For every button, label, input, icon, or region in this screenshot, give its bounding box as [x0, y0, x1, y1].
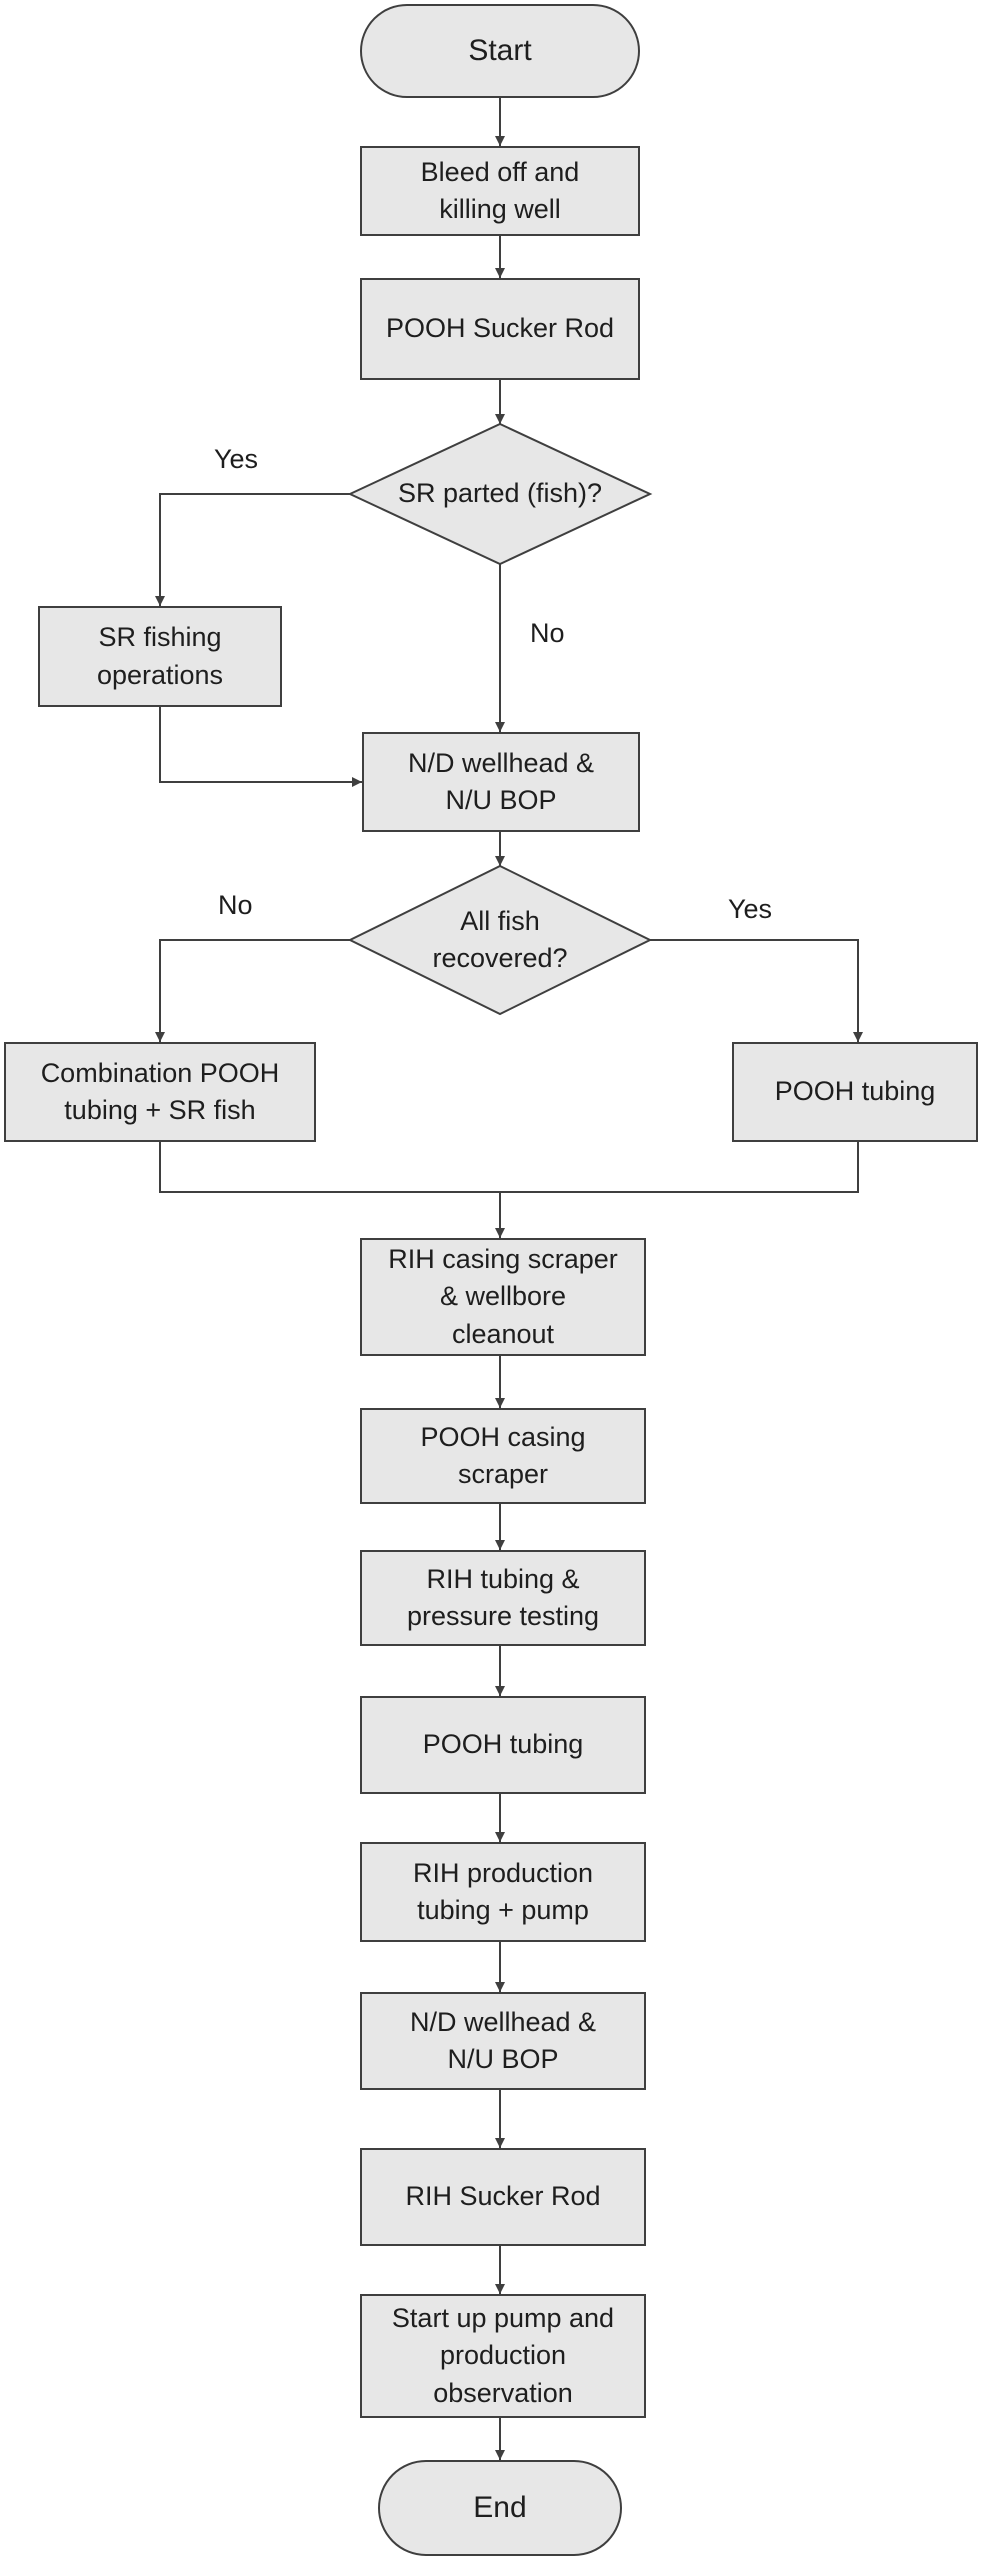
sr-parted-no-label: No	[530, 618, 565, 648]
decision-all-fish-shape	[347, 864, 653, 1016]
rih-production-box: RIH production tubing + pump	[360, 1842, 646, 1942]
end-label: End	[473, 2491, 527, 2525]
all-fish-no-label: No	[218, 890, 253, 920]
bleed-off-box: Bleed off and killing well	[360, 146, 640, 236]
nd-wellhead-box-2: N/D wellhead & N/U BOP	[360, 1992, 646, 2090]
arrow-all-fish-no-to-combination	[155, 939, 350, 1042]
decision-sr-parted-label: SR parted (fish)?	[397, 478, 603, 509]
pooh-tubing-label-1: POOH tubing	[774, 1076, 936, 1107]
rih-production-label: RIH production tubing + pump	[412, 1857, 594, 1925]
arrow-all-fish-yes-to-pooh-tubing	[650, 939, 863, 1042]
end-terminal: End	[378, 2460, 622, 2556]
pooh-tubing-box-1: POOH tubing	[732, 1042, 978, 1142]
startup-pump-label: Start up pump and production observation	[391, 2303, 615, 2408]
nd-wellhead-label-1: N/D wellhead & N/U BOP	[407, 747, 595, 815]
sr-fishing-box: SR fishing operations	[38, 606, 282, 707]
start-terminal: Start	[360, 4, 640, 98]
rih-casing-scraper-box: RIH casing scraper & wellbore cleanout	[360, 1238, 646, 1356]
startup-pump-box: Start up pump and production observation	[360, 2294, 646, 2418]
nd-wellhead-label-2: N/D wellhead & N/U BOP	[409, 2006, 597, 2074]
combination-pooh-box: Combination POOH tubing + SR fish	[4, 1042, 316, 1142]
decision-sr-parted-shape	[347, 422, 653, 566]
rih-tubing-label: RIH tubing & pressure testing	[406, 1563, 600, 1631]
pooh-sucker-rod-box: POOH Sucker Rod	[360, 278, 640, 380]
bleed-off-label: Bleed off and killing well	[420, 156, 580, 224]
arrow-sr-fishing-to-nd-wellhead	[159, 707, 362, 787]
start-label: Start	[468, 34, 532, 68]
combination-pooh-label: Combination POOH tubing + SR fish	[40, 1057, 280, 1125]
rih-casing-scraper-label: RIH casing scraper & wellbore cleanout	[388, 1244, 618, 1349]
sr-parted-yes-label: Yes	[214, 444, 259, 474]
sr-fishing-label: SR fishing operations	[96, 622, 224, 690]
pooh-sucker-rod-label: POOH Sucker Rod	[385, 313, 615, 344]
pooh-tubing-box-2: POOH tubing	[360, 1696, 646, 1794]
rih-sucker-rod-box: RIH Sucker Rod	[360, 2148, 646, 2246]
rih-sucker-rod-label: RIH Sucker Rod	[405, 2181, 601, 2212]
pooh-tubing-label-2: POOH tubing	[422, 1729, 584, 1760]
arrow-decision-yes-to-sr-fishing	[155, 493, 350, 606]
nd-wellhead-box-1: N/D wellhead & N/U BOP	[362, 732, 640, 832]
decision-all-fish-label: All fish recovered?	[432, 905, 568, 973]
merge-combination	[159, 1142, 859, 1193]
pooh-casing-scraper-label: POOH casing scraper	[420, 1421, 586, 1489]
pooh-casing-scraper-box: POOH casing scraper	[360, 1408, 646, 1504]
rih-tubing-box: RIH tubing & pressure testing	[360, 1550, 646, 1646]
all-fish-yes-label: Yes	[728, 894, 773, 924]
